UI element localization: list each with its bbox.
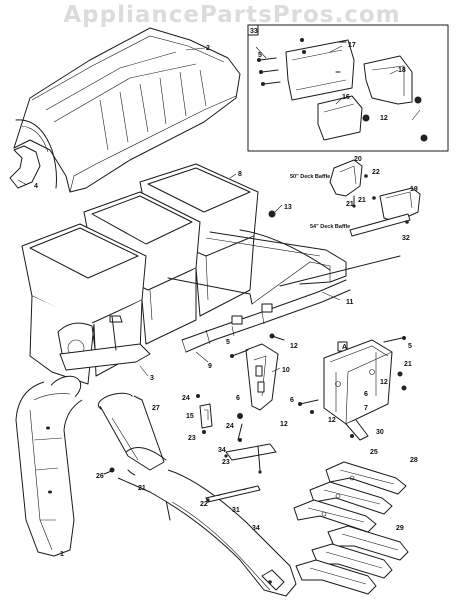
callout-12-c: 12 (280, 421, 288, 428)
callout-16: 16 (342, 94, 350, 101)
bagger-hood-2 (9, 27, 241, 193)
callout-12-d: 12 (380, 379, 388, 386)
rod-31 (205, 485, 261, 503)
callout-6-a: 6 (236, 395, 240, 402)
callout-3: 3 (150, 375, 154, 382)
callout-12-e: 12 (328, 417, 336, 424)
callout-7: 7 (364, 405, 368, 412)
callout-24-b: 24 (226, 423, 234, 430)
rod-11 (279, 255, 401, 287)
callout-labels: 2 4 8 13 11 9 3 5 17 18 16 12 20 50" Dec… (34, 42, 418, 558)
callout-27: 27 (152, 405, 160, 412)
bracket-18 (363, 55, 413, 105)
callout-5-c: 5 (408, 343, 412, 350)
bracket-10 (230, 333, 285, 411)
inset-frame (247, 24, 449, 152)
chute-1 (15, 375, 83, 557)
callout-24-a: 24 (182, 395, 190, 402)
callout-9: 9 (208, 363, 212, 370)
flap-4 (9, 145, 41, 189)
bag-frame-9 (59, 231, 401, 371)
callout-28: 28 (410, 457, 418, 464)
bag-container-8 (21, 163, 259, 385)
callout-12-b: 12 (290, 343, 298, 350)
inset-hardware-kit: 33 (247, 24, 449, 152)
mount-bracket-7-30 (298, 336, 407, 441)
inset-label: 33 (250, 28, 258, 35)
callout-20: 20 (354, 156, 362, 163)
callout-32: 32 (402, 235, 410, 242)
callout-25: 25 (370, 449, 378, 456)
callout-21-c: 21 (404, 361, 412, 368)
callout-6-c: 6 (290, 397, 294, 404)
callout-30: 30 (376, 429, 384, 436)
callout-2: 2 (206, 45, 210, 52)
callout-4: 4 (34, 183, 38, 190)
callout-26: 26 (96, 473, 104, 480)
callout-19: 19 (410, 186, 418, 193)
callout-12-inset: 12 (380, 115, 388, 122)
blades-29 (295, 525, 409, 595)
callout-5-inset: 5 (258, 52, 262, 59)
callout-5-b: 5 (226, 339, 230, 346)
callout-23-b: 23 (222, 459, 230, 466)
callout-15: 15 (186, 413, 194, 420)
hardware-15-23-24 (196, 394, 277, 474)
caption-deck-54: 54" Deck Baffle (310, 224, 350, 230)
callout-13: 13 (284, 204, 292, 211)
callout-8: 8 (238, 171, 242, 178)
callout-21-a: 21 (346, 201, 354, 208)
tube-13 (239, 210, 331, 271)
callout-34-a: 34 (218, 447, 226, 454)
callout-18: 18 (398, 67, 406, 74)
callout-21-d: 21 (138, 485, 146, 492)
deck-baffle-50-20 (329, 159, 368, 208)
callout-31: 31 (232, 507, 240, 514)
chute-27-34 (97, 392, 297, 597)
callout-29: 29 (396, 525, 404, 532)
box-a-label: A (342, 344, 347, 351)
deck-baffle-54-19 (349, 187, 421, 237)
callout-11: 11 (346, 299, 354, 306)
callout-21-b: 21 (358, 197, 366, 204)
callout-22-b: 22 (200, 501, 208, 508)
callout-34-b: 34 (252, 525, 260, 532)
callout-10: 10 (282, 367, 290, 374)
watermark: AppliancePartsPros.com (63, 2, 401, 28)
caption-deck-50: 50" Deck Baffle (290, 174, 330, 180)
callout-1: 1 (60, 551, 64, 558)
leader-lines (17, 45, 421, 377)
mount-plate-17 (285, 39, 355, 101)
callout-6-b: 6 (364, 391, 368, 398)
blades-28 (293, 461, 407, 533)
callout-17: 17 (348, 42, 356, 49)
callout-22-a: 22 (372, 169, 380, 176)
bracket-16 (317, 95, 363, 141)
callout-23-a: 23 (188, 435, 196, 442)
